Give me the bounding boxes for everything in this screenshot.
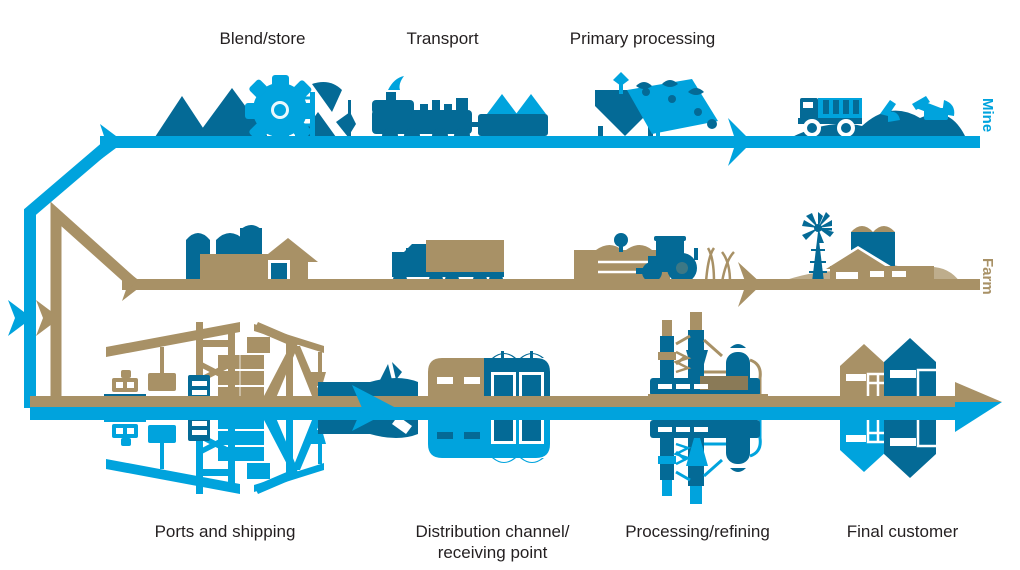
- farm-tractor-harvest: [574, 233, 735, 283]
- mine-site: [790, 96, 966, 138]
- farm-storage-silos: [186, 225, 318, 282]
- customer-houses: [840, 338, 940, 401]
- farmstead-windmill: [780, 212, 960, 284]
- primary-processing-conveyor: [595, 72, 718, 140]
- conveyor-belt: [627, 79, 718, 140]
- left-vertical-arrowhead-tan: [36, 300, 60, 336]
- gear-icon: [245, 75, 315, 145]
- row-label-farm: Farm: [979, 258, 996, 295]
- label-distribution-channel: Distribution channel/ receiving point: [415, 522, 570, 562]
- port-flow-arrow: [30, 382, 1002, 432]
- distribution-warehouse: [428, 351, 550, 401]
- label-transport: Transport: [406, 29, 479, 48]
- label-primary-processing: Primary processing: [569, 29, 716, 48]
- mine-row-scenes: [155, 72, 966, 145]
- label-processing-refining: Processing/refining: [625, 522, 770, 541]
- distribution-warehouse-reflection: [428, 415, 550, 463]
- blend-store-stockpiles: [155, 75, 356, 145]
- refinery-plant-reflection: [650, 420, 762, 504]
- port-cranes-ships-reflection: [104, 415, 418, 494]
- left-vertical-arrowhead: [8, 300, 32, 336]
- port-row-top-scenes: [78, 312, 988, 401]
- windmill-icon: [802, 212, 834, 282]
- refinery-plant: [648, 312, 768, 401]
- left-connector-paths: [24, 137, 138, 408]
- customer-houses-reflection: [840, 415, 940, 478]
- row-label-mine: Mine: [979, 98, 996, 133]
- farm-row-scenes: [186, 212, 960, 284]
- label-final-customer: Final customer: [846, 522, 959, 541]
- port-row-reflections: [104, 415, 940, 504]
- rail-transport: [372, 76, 548, 144]
- label-blend-store: Blend/store: [219, 29, 306, 48]
- label-ports-and-shipping: Ports and shipping: [154, 522, 296, 541]
